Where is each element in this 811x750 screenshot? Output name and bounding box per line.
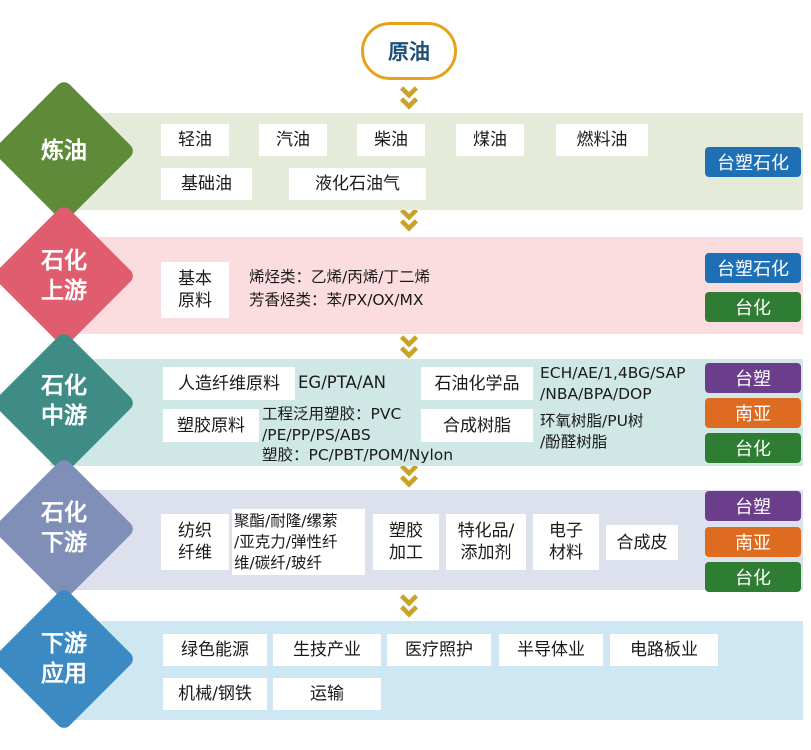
chemicals-text-1: ECH/AE/1,4BG/SAP (540, 364, 686, 382)
company-tag-formosa-petrochemical: 台塑石化 (705, 253, 801, 283)
chevron-down-icon (397, 208, 421, 232)
chevron-down-icon (397, 86, 421, 110)
chemicals-text-2: /NBA/BPA/DOP (540, 385, 652, 403)
product-box: 合成皮 (606, 525, 678, 560)
product-box: 基本 原料 (161, 262, 229, 318)
product-box: 聚酯/耐隆/缧萦 /亚克力/弹性纤 维/碳纤/玻纤 (232, 509, 365, 575)
company-tag-formosa-plastics: 台塑 (705, 363, 801, 393)
stage-upstream-label: 石化 上游 (41, 248, 87, 304)
application-box: 生技产业 (273, 634, 381, 666)
resins-text-2: /酚醛树脂 (540, 433, 608, 451)
application-box: 运输 (273, 678, 381, 710)
product-box: 汽油 (259, 124, 327, 156)
product-box: 塑胶 加工 (373, 514, 439, 570)
company-tag-formosa-plastics: 台塑 (705, 491, 801, 521)
chevron-down-icon (397, 335, 421, 359)
stage-downstream-label: 石化 下游 (41, 500, 87, 556)
product-box: 煤油 (456, 124, 524, 156)
plastics-text-2: /PE/PP/PS/ABS (262, 426, 371, 444)
product-box: 电子 材料 (533, 514, 599, 570)
product-box: 轻油 (161, 124, 229, 156)
product-box: 柴油 (357, 124, 425, 156)
application-box: 半导体业 (499, 634, 603, 666)
product-box: 石油化学品 (421, 367, 533, 400)
company-tag-formosa-chemicals: 台化 (705, 562, 801, 592)
application-box: 医疗照护 (387, 634, 491, 666)
product-box: 液化石油气 (289, 168, 426, 200)
chevron-down-icon (397, 464, 421, 488)
resins-text-1: 环氧树脂/PU树 (540, 412, 644, 430)
company-tag-nan-ya: 南亚 (705, 398, 801, 428)
company-tag-nan-ya: 南亚 (705, 527, 801, 557)
product-box: 特化品/ 添加剂 (446, 514, 526, 570)
product-box: 燃料油 (556, 124, 648, 156)
olefins-text: 烯烃类：乙烯/丙烯/丁二烯 (249, 268, 430, 286)
plastics-text-3: 塑胶：PC/PBT/POM/Nylon (262, 446, 454, 464)
stage-midstream-label: 石化 中游 (41, 373, 87, 429)
aromatics-text: 芳香烃类：苯/PX/OX/MX (249, 291, 424, 309)
crude-oil-node: 原油 (361, 22, 457, 80)
application-box: 机械/钢铁 (163, 678, 267, 710)
chevron-down-icon (397, 594, 421, 618)
stage-refining-label: 炼油 (41, 138, 87, 164)
company-tag-formosa-petrochemical: 台塑石化 (705, 147, 801, 177)
plastics-text-1: 工程泛用塑胶：PVC (262, 405, 402, 423)
product-box: 塑胶原料 (163, 409, 259, 442)
application-box: 电路板业 (610, 634, 718, 666)
product-box: 纺织 纤维 (161, 514, 229, 570)
application-box: 绿色能源 (163, 634, 267, 666)
company-tag-formosa-chemicals: 台化 (705, 433, 801, 463)
eg-pta-an-text: EG/PTA/AN (298, 373, 386, 392)
product-box: 人造纤维原料 (163, 367, 295, 400)
company-tag-formosa-chemicals: 台化 (705, 292, 801, 322)
stage-applications-label: 下游 应用 (41, 631, 87, 687)
crude-oil-label: 原油 (388, 40, 430, 64)
product-box: 合成树脂 (421, 409, 533, 442)
product-box: 基础油 (161, 168, 252, 200)
